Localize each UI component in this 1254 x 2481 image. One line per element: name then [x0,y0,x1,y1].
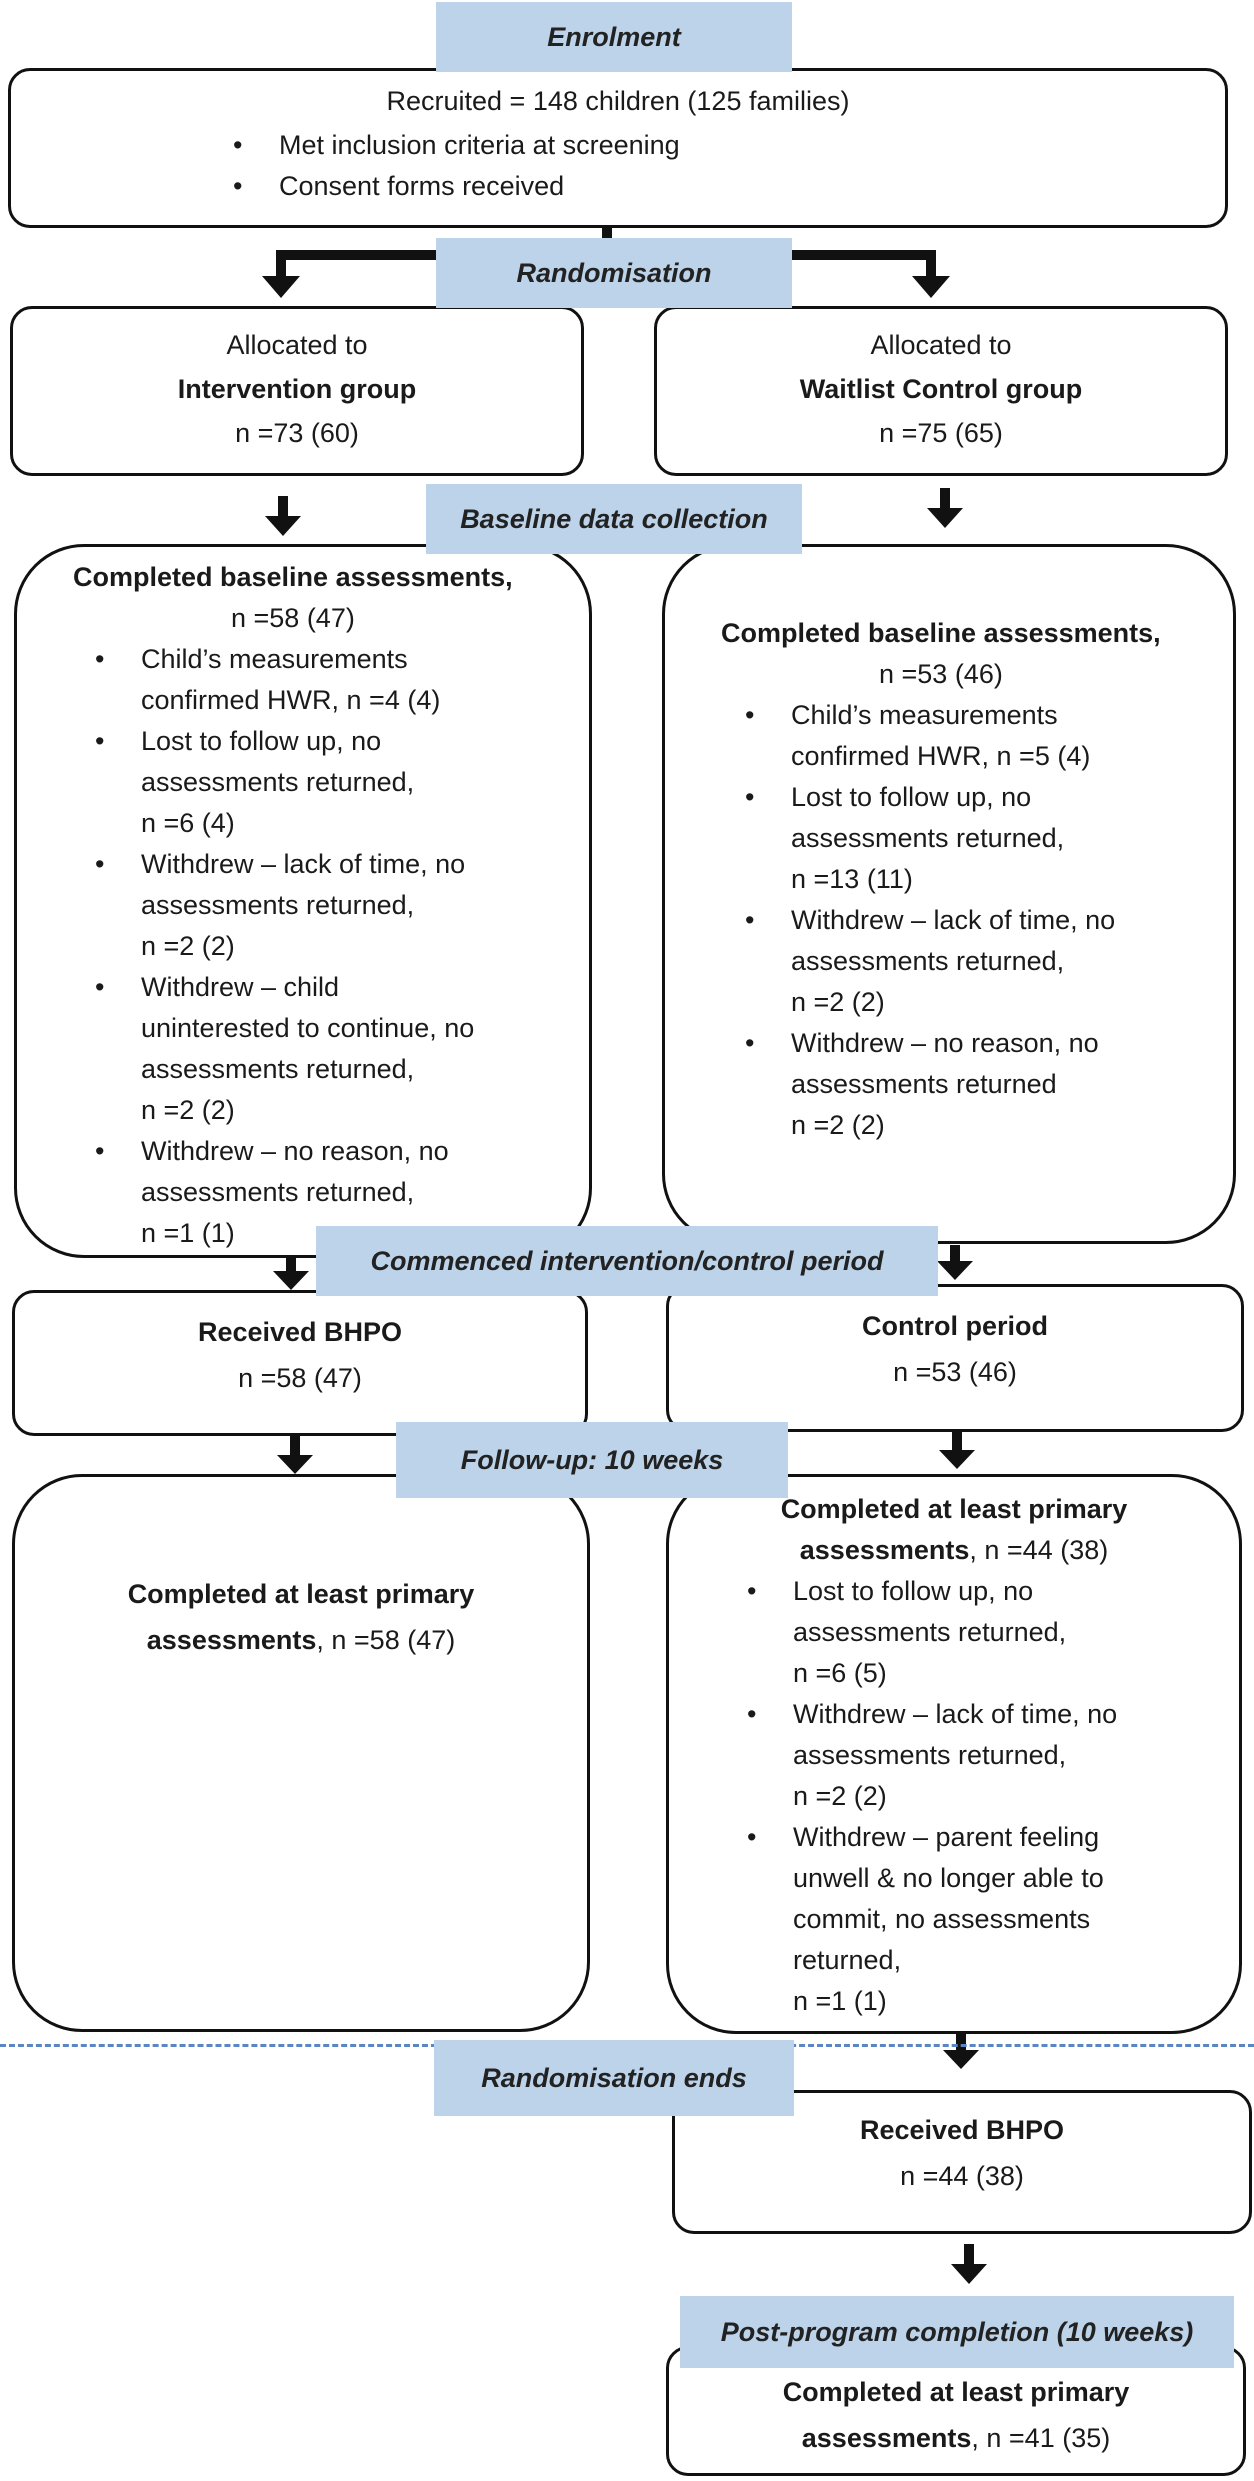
followup-heading: Completed at least primary [127,1579,475,1609]
control-group-text: Waitlist Control group [799,374,1083,404]
control-period-box: Control period n =53 (46) [666,1284,1244,1432]
baseline-heading: Completed baseline assessments, [721,618,1161,648]
control-n-text: n =75 (65) [879,418,1003,448]
recruited-text: Recruited = 148 children (125 families) [386,86,850,116]
period-title: Received BHPO [197,1317,403,1347]
down-arrows [265,488,987,2284]
period-n: n =58 (47) [238,1363,362,1393]
followup-n: , n =44 (38) [969,1535,1109,1565]
followup-assessments: assessments [799,1535,970,1565]
received-title: Received BHPO [859,2115,1065,2145]
stage-enrolment: Enrolment [436,2,792,72]
post-heading: Completed at least primary [782,2377,1130,2407]
post-assessments: assessments [801,2423,972,2453]
period-title: Control period [862,1311,1048,1341]
intervention-period-box: Received BHPO n =58 (47) [12,1290,588,1436]
control-allocation-box: Allocated to Waitlist Control group n =7… [654,306,1228,476]
enrolment-bullets: Met inclusion criteria at screening Cons… [211,125,1011,207]
intervention-followup-box: Completed at least primary assessments, … [12,1474,590,2032]
intervention-group-text: Intervention group [177,374,417,404]
followup-n: , n =58 (47) [316,1625,456,1655]
stage-baseline: Baseline data collection [426,484,802,554]
allocated-to-text: Allocated to [870,330,1012,360]
baseline-heading: Completed baseline assessments, [73,562,513,592]
stage-followup: Follow-up: 10 weeks [396,1422,788,1498]
stage-randomisation-ends: Randomisation ends [434,2040,794,2116]
allocated-to-text: Allocated to [226,330,368,360]
intervention-n-text: n =73 (60) [235,418,359,448]
stage-randomisation: Randomisation [436,238,792,308]
followup-heading: Completed at least primary [780,1494,1128,1524]
enrolment-box: Recruited = 148 children (125 families) … [8,68,1228,228]
control-baseline-box: Completed baseline assessments, n =53 (4… [662,544,1236,1244]
period-n: n =53 (46) [893,1357,1017,1387]
bullet-item: Met inclusion criteria at screening [211,125,1011,166]
received-n: n =44 (38) [900,2161,1024,2191]
followup-assessments: assessments [146,1625,317,1655]
intervention-allocation-box: Allocated to Intervention group n =73 (6… [10,306,584,476]
intervention-baseline-box: Completed baseline assessments, n =58 (4… [14,544,592,1258]
baseline-n: n =53 (46) [879,659,1003,689]
baseline-n: n =58 (47) [231,603,355,633]
control-followup-box: Completed at least primary assessments, … [666,1474,1242,2034]
stage-commenced: Commenced intervention/control period [316,1226,938,1296]
post-n: , n =41 (35) [971,2423,1111,2453]
stage-post-program: Post-program completion (10 weeks) [680,2296,1234,2368]
bullet-item: Consent forms received [211,166,1011,207]
